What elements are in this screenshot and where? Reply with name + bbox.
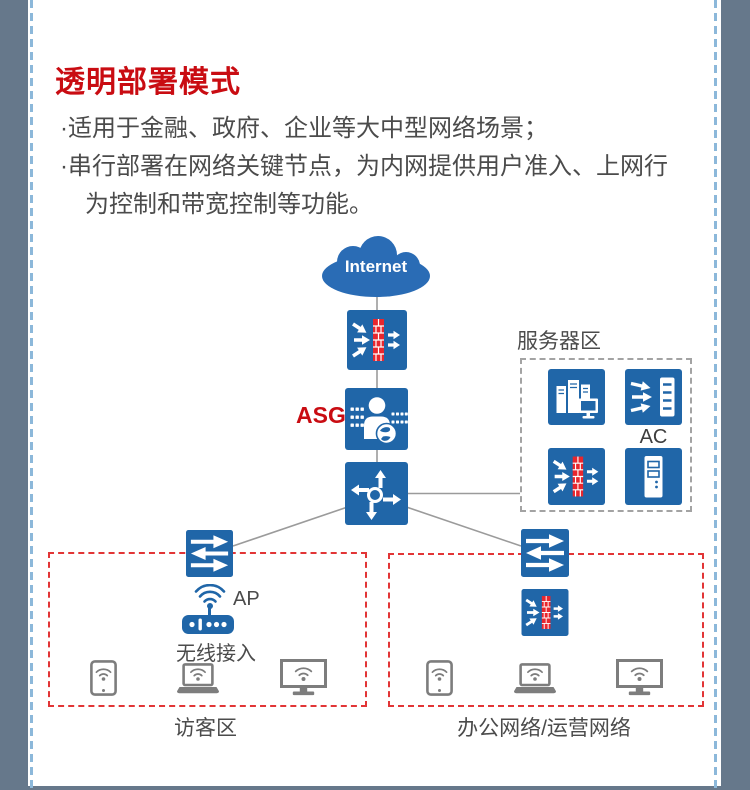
monitor-icon xyxy=(616,659,663,697)
visitor-zone-label: 访客区 xyxy=(174,717,237,740)
ac-label: AC xyxy=(639,426,668,448)
server-group-icon xyxy=(548,369,605,425)
ac-icon xyxy=(625,369,682,425)
office-zone-label: 办公网络/运营网络 xyxy=(457,717,631,740)
laptop-icon xyxy=(177,663,219,695)
core-switch-icon xyxy=(345,462,408,525)
bottom-margin-bar xyxy=(0,786,750,790)
left-dashed-border xyxy=(30,0,33,790)
access-point-icon xyxy=(182,615,234,634)
page-title: 透明部署模式 xyxy=(55,66,241,99)
ap-label: AP xyxy=(233,588,260,610)
tablet-icon xyxy=(90,660,117,696)
bullet-item: ·串行部署在网络关键节点，为内网提供用户准入、上网行为控制和带宽控制等功能。 xyxy=(60,153,668,218)
firewall-icon xyxy=(548,448,605,505)
switch-icon xyxy=(521,529,569,577)
firewall-icon xyxy=(521,589,569,636)
monitor-icon xyxy=(280,659,327,697)
left-margin-bar xyxy=(0,0,28,790)
internet-label: Internet xyxy=(344,257,408,276)
tablet-icon xyxy=(426,660,453,696)
server-zone-box xyxy=(520,358,692,512)
cloud-icon xyxy=(322,236,430,297)
firewall-icon xyxy=(347,310,407,370)
laptop-icon xyxy=(514,663,556,695)
internet-cloud: Internet xyxy=(320,236,432,298)
bullet-list: ·适用于金融、政府、企业等大中型网络场景； ·串行部署在网络关键节点，为内网提供… xyxy=(60,110,682,224)
wireless-access-label: 无线接入 xyxy=(176,643,256,665)
right-margin-bar xyxy=(721,0,750,790)
asg-icon xyxy=(345,388,408,450)
bullet-item: ·适用于金融、政府、企业等大中型网络场景； xyxy=(60,115,548,142)
server-zone-label: 服务器区 xyxy=(517,330,601,353)
asg-label: ASG xyxy=(296,402,346,428)
ap-stem xyxy=(207,605,211,617)
server-tower-icon xyxy=(625,448,682,505)
switch-icon xyxy=(186,530,233,577)
right-dashed-border xyxy=(714,0,717,790)
